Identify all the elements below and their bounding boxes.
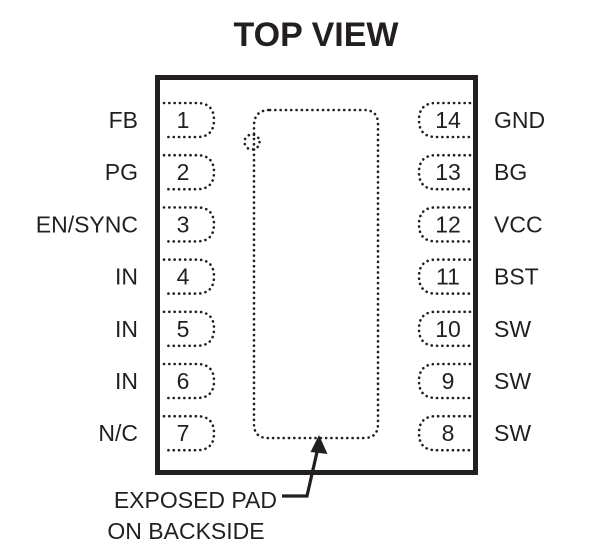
- pin-10: 10 SW: [417, 310, 531, 348]
- pin-4-signal-label: IN: [115, 264, 138, 290]
- exposed-pad-label-line1: EXPOSED PAD: [114, 487, 277, 513]
- pin-5-signal-label: IN: [115, 316, 138, 342]
- exposed-pad-outline: [252, 108, 380, 440]
- pin-5: 5 IN: [115, 310, 216, 348]
- pin-10-number: 10: [435, 316, 461, 342]
- pin-1-signal-label: FB: [109, 107, 138, 133]
- pin-4: 4 IN: [115, 258, 216, 295]
- pin-1-number: 1: [177, 107, 190, 133]
- exposed-pad-arrowhead: [310, 435, 328, 454]
- pin-11: 11 BST: [417, 258, 539, 295]
- pin-7-signal-label: N/C: [98, 420, 138, 446]
- pin-2: 2 PG: [105, 153, 216, 191]
- pin-5-number: 5: [177, 316, 190, 342]
- pin-12: 12 VCC: [417, 206, 543, 243]
- pin-6-signal-label: IN: [115, 368, 138, 394]
- pin-3-signal-label: EN/SYNC: [36, 211, 138, 237]
- pin-2-signal-label: PG: [105, 159, 138, 185]
- pin-12-number: 12: [435, 211, 461, 237]
- pin-9-signal-label: SW: [494, 368, 531, 394]
- pin-9: 9 SW: [417, 362, 531, 400]
- exposed-pad-leader-line: [282, 451, 319, 498]
- package-outline: [155, 75, 478, 475]
- pin-10-signal-label: SW: [494, 316, 531, 342]
- pin-13-number: 13: [435, 159, 461, 185]
- pin-4-number: 4: [177, 264, 190, 290]
- pin-11-number: 11: [436, 264, 460, 290]
- pin-6: 6 IN: [115, 362, 216, 400]
- pin-9-number: 9: [442, 368, 455, 394]
- pin-1: 1 FB: [109, 101, 216, 139]
- pin-2-number: 2: [177, 159, 190, 185]
- pin-3: 3 EN/SYNC: [36, 206, 216, 243]
- pin-11-signal-label: BST: [494, 264, 539, 290]
- pin-12-signal-label: VCC: [494, 211, 543, 237]
- pin-3-number: 3: [177, 211, 190, 237]
- pin-8-number: 8: [442, 420, 455, 446]
- pin-14-number: 14: [435, 107, 461, 133]
- pin-7: 7 N/C: [98, 414, 216, 452]
- exposed-pad-label-line2: ON BACKSIDE: [107, 518, 264, 544]
- pin-7-number: 7: [177, 420, 190, 446]
- pin-14: 14 GND: [417, 101, 545, 139]
- pin-14-signal-label: GND: [494, 107, 545, 133]
- pin-8-signal-label: SW: [494, 420, 531, 446]
- pin-13-signal-label: BG: [494, 159, 527, 185]
- pin-13: 13 BG: [417, 153, 527, 191]
- pin-8: 8 SW: [417, 414, 531, 452]
- pin-6-number: 6: [177, 368, 190, 394]
- pin1-indicator-mark: [243, 133, 261, 151]
- diagram-title: TOP VIEW: [233, 16, 399, 54]
